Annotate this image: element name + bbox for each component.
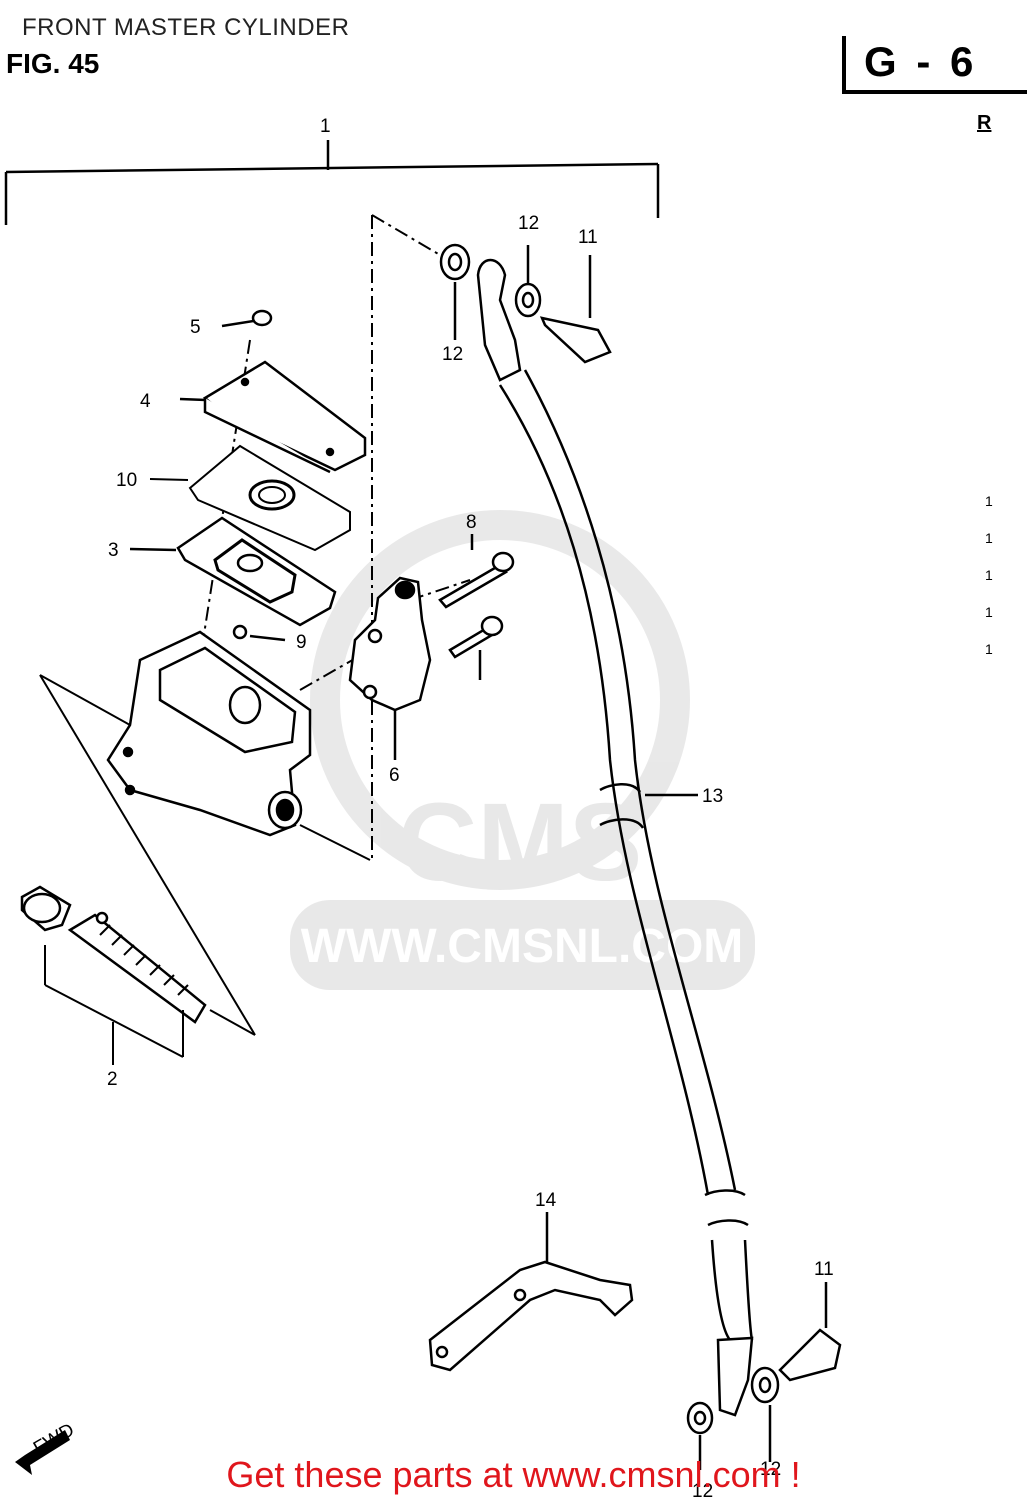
part-diaphragm-3 <box>129 516 337 627</box>
watermark-banner <box>290 900 755 990</box>
callout-8: 8 <box>466 512 477 533</box>
callout-1: 1 <box>320 116 331 137</box>
part-screw-9 <box>232 624 286 642</box>
watermark-brand: CMS <box>398 781 642 904</box>
figure-number: FIG. 45 <box>6 48 100 79</box>
side-mark: 1 <box>985 493 993 509</box>
callout-12-b: 12 <box>442 344 463 365</box>
part-bolts-8 <box>438 534 515 680</box>
side-mark: 1 <box>985 567 993 583</box>
section-code: G - 6 <box>864 38 978 85</box>
part-screw-5 <box>221 309 273 328</box>
callout-10: 10 <box>116 470 137 491</box>
part-piston-kit-2 <box>20 885 207 1024</box>
part-hose-bracket-14 <box>428 1212 634 1372</box>
watermark-url: WWW.CMSNL.COM <box>301 920 744 973</box>
callout-14: 14 <box>535 1190 557 1211</box>
callout-13: 13 <box>702 786 723 807</box>
callout-11-bottom: 11 <box>814 1259 834 1280</box>
parts-shop-link[interactable]: Get these parts at www.cmsnl.com ! <box>226 1454 801 1495</box>
callout-12-c: 12 <box>760 1459 781 1480</box>
side-marks: 1 1 1 1 1 <box>985 483 993 668</box>
page-title: FRONT MASTER CYLINDER <box>22 14 350 41</box>
callout-12-d: 12 <box>692 1481 713 1500</box>
callout-4: 4 <box>140 391 151 412</box>
callout-3: 3 <box>108 540 119 561</box>
part-cylinder-body <box>106 630 312 837</box>
callout-9: 9 <box>296 632 307 653</box>
side-mark: 1 <box>985 641 993 657</box>
part-clamp-6 <box>348 576 432 760</box>
piston-assembly-outline <box>39 674 371 1036</box>
callout-11-top: 11 <box>578 227 598 248</box>
part-plate-10 <box>149 444 351 552</box>
hose-fitting-top <box>439 243 612 382</box>
watermark-ring <box>310 510 690 890</box>
side-mark: 1 <box>985 530 993 546</box>
side-mark: 1 <box>985 604 993 620</box>
section-code-box <box>842 36 1027 94</box>
callout-2: 2 <box>107 1069 118 1090</box>
part-cap-4 <box>179 360 367 474</box>
right-mark: R <box>977 112 992 134</box>
callout-12-a: 12 <box>518 213 539 234</box>
callout-5: 5 <box>190 317 201 338</box>
callout-6: 6 <box>389 765 400 786</box>
part-brake-hose-13 <box>498 369 754 1341</box>
assembly-bracket-1 <box>4 140 660 225</box>
hose-fitting-bottom <box>686 1282 842 1470</box>
part-2-leader <box>44 945 184 1065</box>
cms-watermark: CMS WWW.CMSNL.COM <box>290 510 755 990</box>
